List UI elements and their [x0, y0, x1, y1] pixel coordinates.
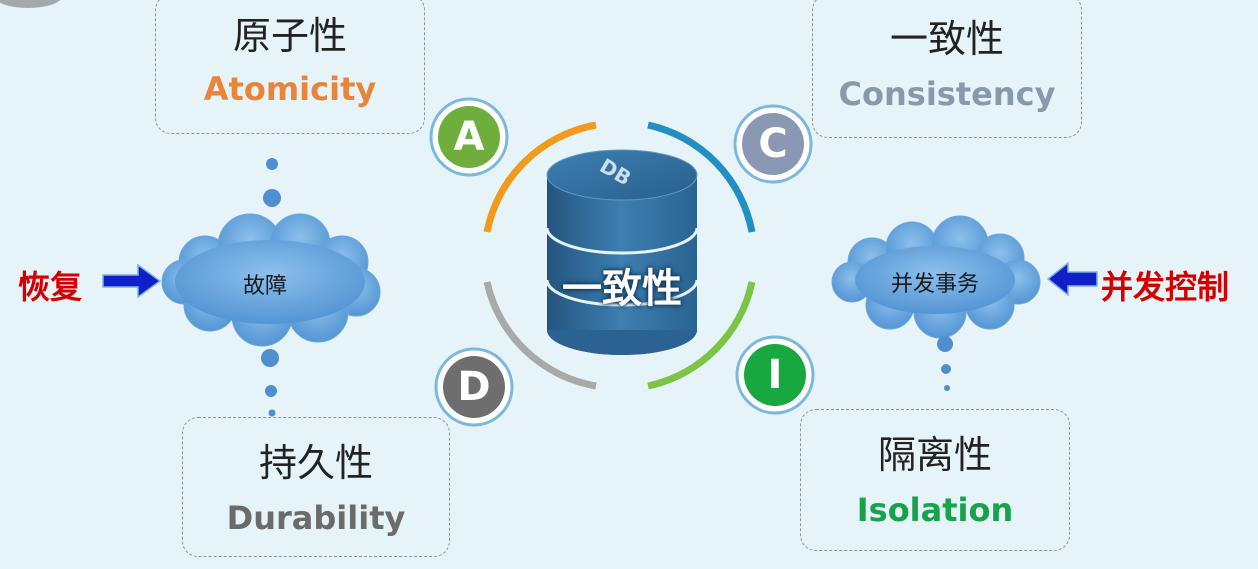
- ring-arc-green: [647, 281, 756, 390]
- durability-box: 持久性 Durability: [182, 417, 450, 557]
- consistency-ring: [483, 121, 756, 390]
- left-cloud-text: 故障: [242, 274, 287, 299]
- atomicity-letter: A: [453, 114, 485, 160]
- concurrency-control-label: 并发控制: [1101, 268, 1230, 306]
- durability-cn-label: 持久性: [258, 441, 373, 485]
- consistency-box: 一致性 Consistency: [812, 0, 1082, 138]
- right-connector-dots: [937, 336, 953, 391]
- durability-circle: [434, 347, 514, 427]
- ring-arc-blue: [647, 121, 756, 233]
- atomicity-box: 原子性 Atomicity: [155, 0, 425, 134]
- corner-fragment: [0, 0, 61, 8]
- durability-letter: D: [457, 364, 491, 410]
- right-arrow: [1046, 261, 1098, 297]
- ring-arc-grey: [483, 281, 597, 390]
- left-connector-dots: [261, 158, 281, 417]
- ring-arc-orange: [483, 121, 597, 233]
- consistency-en-label: Consistency: [838, 75, 1056, 113]
- atomicity-en-label: Atomicity: [203, 70, 377, 108]
- atomicity-cn-label: 原子性: [232, 14, 347, 58]
- database-cylinder: [545, 149, 699, 355]
- durability-en-label: Durability: [226, 499, 406, 537]
- left-arrow: [102, 263, 162, 299]
- consistency-cn-label: 一致性: [889, 17, 1004, 61]
- consistency-circle: [733, 104, 813, 184]
- atomicity-circle: [429, 97, 509, 177]
- isolation-en-label: Isolation: [856, 491, 1014, 529]
- recovery-label: 恢复: [18, 268, 83, 306]
- isolation-letter: I: [767, 352, 783, 398]
- consistency-letter: C: [758, 121, 788, 167]
- isolation-cn-label: 隔离性: [877, 433, 992, 477]
- isolation-circle: [735, 335, 815, 415]
- right-cloud-text: 并发事务: [890, 272, 979, 297]
- right-cloud: [831, 215, 1041, 339]
- isolation-box: 隔离性 Isolation: [800, 409, 1070, 551]
- left-cloud: [161, 213, 381, 347]
- center-consistency-text: 一致性: [562, 266, 682, 312]
